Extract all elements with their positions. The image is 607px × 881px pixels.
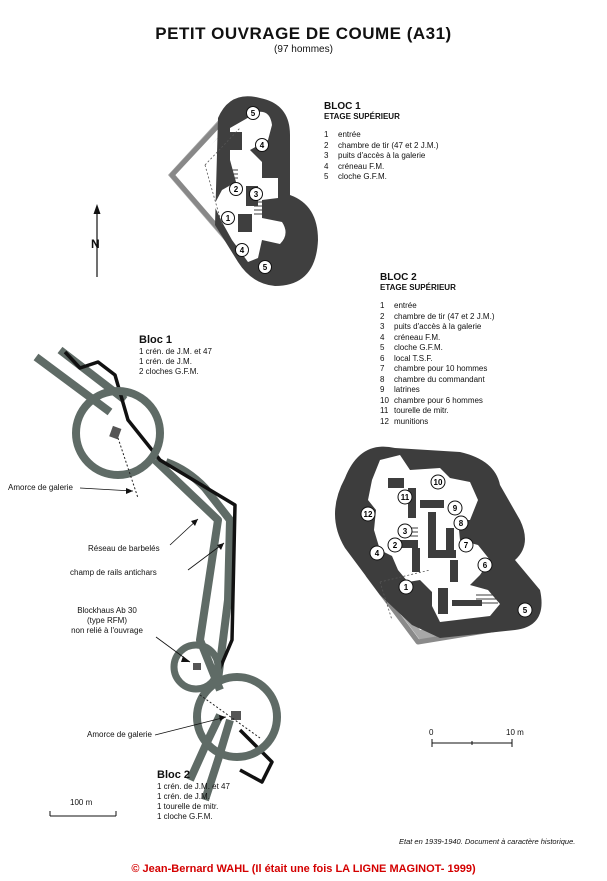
site-bloc2-info: Bloc 2 1 crén. de J.M. et 47 1 crén. de …: [157, 768, 230, 822]
amorce-galerie-label-2: Amorce de galerie: [87, 730, 152, 739]
bloc2-scale-start: 0: [429, 728, 434, 737]
bloc1-badge: 4: [235, 243, 249, 257]
svg-text:5: 5: [263, 263, 268, 272]
site-bloc2-title: Bloc 2: [157, 769, 191, 781]
blockhaus-line: (type RFM): [87, 616, 127, 625]
site-bloc1-line: 2 cloches G.F.M.: [139, 367, 199, 376]
blockhaus-line: non relié à l'ouvrage: [71, 626, 143, 635]
bloc1-badge: 3: [249, 187, 263, 201]
svg-text:5: 5: [523, 606, 528, 615]
svg-text:1: 1: [226, 214, 231, 223]
bloc1-badge: 5: [258, 260, 272, 274]
svg-text:5: 5: [251, 109, 256, 118]
bloc2-badge: 2: [387, 537, 403, 553]
site-bloc2-line: 1 tourelle de mitr.: [157, 802, 219, 811]
svg-text:4: 4: [260, 141, 265, 150]
site-bloc1-title: Bloc 1: [139, 334, 173, 346]
svg-text:7: 7: [464, 541, 469, 550]
bloc1-badge: 4: [255, 138, 269, 152]
site-bloc1-line: 1 crén. de J.M.: [139, 357, 192, 366]
bloc2-plan: 10 11 12 9 8 3 7 2 4 6 1 5: [335, 446, 542, 747]
bloc2-subheader: ETAGE SUPÉRIEUR: [380, 283, 456, 292]
bloc2-scale-bar: [431, 739, 513, 747]
svg-text:2: 2: [234, 185, 239, 194]
site-scale-bar: [49, 811, 117, 817]
svg-text:11: 11: [401, 493, 410, 502]
site-scale-label: 100 m: [70, 798, 93, 807]
site-bloc1-info: Bloc 1 1 crén. de J.M. et 47 1 crén. de …: [139, 333, 212, 377]
bloc2-badge: 5: [517, 602, 533, 618]
bloc2-badge: 4: [369, 545, 385, 561]
north-arrow-icon: [93, 204, 101, 277]
north-label: N: [91, 237, 100, 251]
svg-text:12: 12: [364, 510, 373, 519]
svg-text:1: 1: [404, 583, 409, 592]
bloc1-badge: 5: [246, 106, 260, 120]
page-subtitle: (97 hommes): [274, 44, 333, 55]
site-bloc2-line: 1 crén. de J.M. et 47: [157, 782, 230, 791]
bloc2-badges: 10 11 12 9 8 3 7 2 4 6 1 5: [360, 474, 533, 618]
bloc1-header: BLOC 1: [324, 101, 361, 112]
bloc2-badge: 6: [477, 557, 493, 573]
copyright: © Jean-Bernard WAHL (Il était une fois L…: [131, 863, 476, 875]
bloc2-badge: 12: [360, 506, 376, 522]
bloc1-subheader: ETAGE SUPÉRIEUR: [324, 112, 400, 121]
svg-text:9: 9: [453, 504, 458, 513]
site-bloc1-line: 1 crén. de J.M. et 47: [139, 347, 212, 356]
bloc1-badge: 1: [221, 211, 235, 225]
bloc1-badge: 2: [229, 182, 243, 196]
svg-text:2: 2: [393, 541, 398, 550]
rails-antichars-label: champ de rails antichars: [70, 568, 157, 577]
svg-text:3: 3: [403, 527, 408, 536]
bloc1-plan: 5 4 2 3 1 4 5: [168, 96, 318, 286]
reseau-barbeles-label: Réseau de barbelés: [88, 544, 160, 553]
svg-text:4: 4: [240, 246, 245, 255]
site-plan: [33, 346, 281, 817]
page-title: PETIT OUVRAGE DE COUME (A31): [155, 24, 452, 43]
bloc2-badge: 10: [430, 474, 446, 490]
bloc1-badges: 5 4 2 3 1 4 5: [221, 106, 272, 274]
bloc2-badge: 9: [447, 500, 463, 516]
blockhaus-label: Blockhaus Ab 30 (type RFM) non relié à l…: [52, 606, 162, 636]
svg-text:3: 3: [254, 190, 259, 199]
bloc2-badge: 1: [398, 579, 414, 595]
site-bloc2-line: 1 crén. de J.M.: [157, 792, 210, 801]
amorce-galerie-label-1: Amorce de galerie: [8, 483, 73, 492]
bloc2-header: BLOC 2: [380, 272, 417, 283]
bloc2-badge: 7: [458, 537, 474, 553]
bloc2-badge: 11: [397, 489, 413, 505]
site-bloc2-line: 1 cloche G.F.M.: [157, 812, 213, 821]
blockhaus-line: Blockhaus Ab 30: [77, 606, 137, 615]
svg-text:10: 10: [434, 478, 443, 487]
bloc2-scale-end: 10 m: [506, 728, 524, 737]
bloc2-badge: 3: [397, 523, 413, 539]
footnote: Etat en 1939-1940. Document à caractère …: [399, 837, 576, 846]
svg-text:4: 4: [375, 549, 380, 558]
svg-text:8: 8: [459, 519, 464, 528]
svg-text:6: 6: [483, 561, 488, 570]
bloc2-badge: 8: [453, 515, 469, 531]
